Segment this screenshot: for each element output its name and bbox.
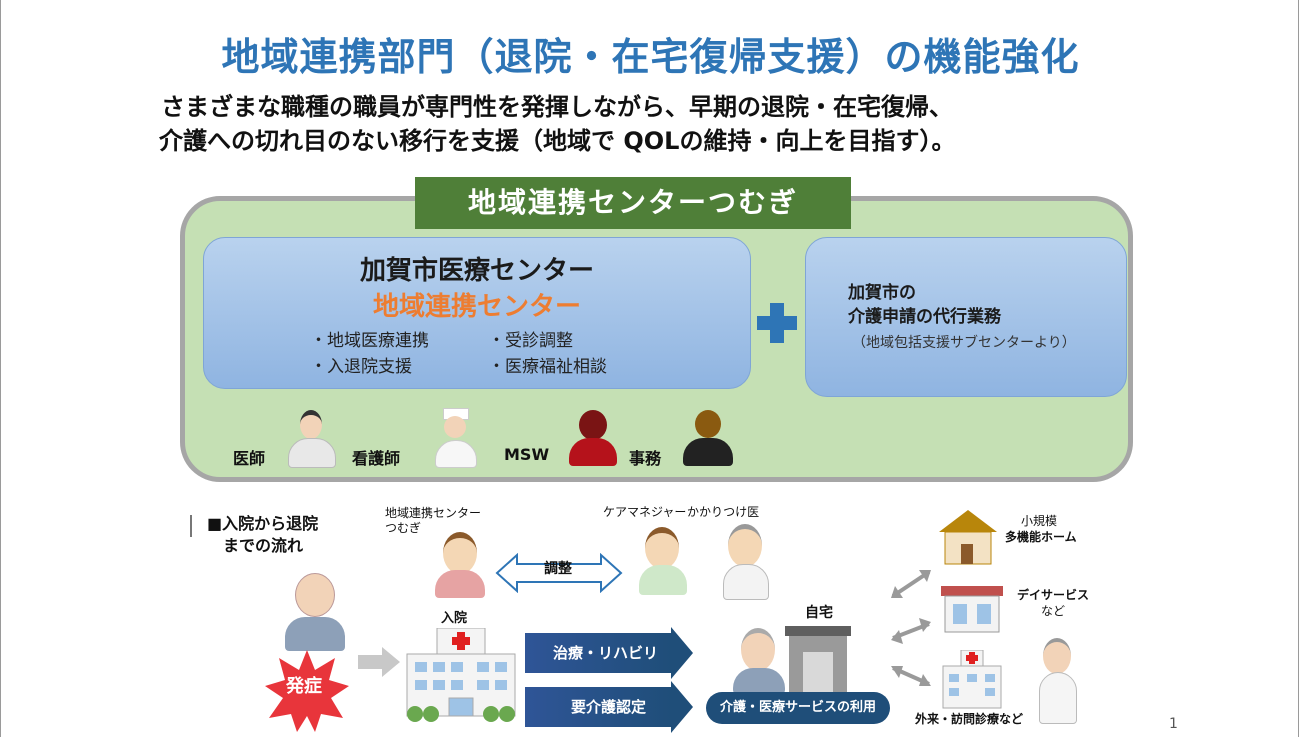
coordinator-icon [429,532,491,598]
divider [190,515,192,537]
hospital-center-box: 加賀市医療センター 地域連携センター ・地域医療連携 ・受診調整 ・入退院支援 … [203,237,751,389]
treatment-arrow: 治療・リハビリ [525,627,693,679]
right-arrow-icon [358,647,400,677]
bullet-item: ・地域医療連携 [310,331,429,351]
service-use-badge: 介護・医療サービスの利用 [706,692,890,724]
doctor-icon [286,410,336,468]
flow-heading-1: ■入院から退院 [207,514,319,533]
city-service-box: 加賀市の 介護申請の代行業務 （地域包括支援サブセンターより） [805,237,1127,397]
patient-icon [281,573,349,651]
subtitle-line-2: 介護への切れ目のない移行を支援（地域で QOLの維持・向上を目指す）。 [159,127,956,155]
facility-1-line-1: 小規模 [1021,514,1058,528]
coordination-arrow-icon [495,553,623,593]
facility-3-label: 外来・訪問診療など [915,712,1024,726]
center-banner: 地域連携センターつむぎ [415,177,851,229]
care-manager-label: ケアマネジャー [603,505,687,519]
facility-2-line-2: など [1041,604,1066,618]
facility-1-line-2: 多機能ホーム [1005,530,1077,544]
clerk-icon [681,410,735,466]
flow-heading-2: までの流れ [223,536,304,555]
role-doctor: 医師 [233,449,266,468]
visiting-doctor-icon [1035,638,1079,724]
hospital-label: 入院 [441,611,468,626]
city-line-1: 加賀市の [848,283,916,303]
bullet-item: ・入退院支援 [310,357,412,377]
hospital-name: 加賀市医療センター [359,256,594,286]
plus-icon [757,303,797,343]
slide-title: 地域連携部門（退院・在宅復帰支援）の機能強化 [221,35,1080,79]
onset-burst-icon [265,650,349,732]
care-manager-icon [633,527,693,597]
home-label: 自宅 [805,605,833,621]
center-name: 地域連携センター [372,292,581,322]
nurse-icon [433,408,477,468]
center-label-2: つむぎ [385,521,422,535]
msw-icon [567,410,619,466]
city-line-2: 介護申請の代行業務 [848,307,1001,327]
family-doctor-icon [717,524,773,600]
subtitle-line-1: さまざまな職種の職員が専門性を発揮しながら、早期の退院・在宅復帰、 [161,93,953,121]
family-doctor-label: かかりつけ医 [687,505,760,519]
page-number: 1 [1169,716,1178,732]
home-icon [785,626,851,694]
day-service-icon [941,586,1003,633]
clinic-icon [942,650,1002,709]
center-label-1: 地域連携センター [385,506,482,520]
connector-arrows-icon [891,570,931,686]
care-cert-label: 要介護認定 [571,698,647,716]
care-cert-arrow: 要介護認定 [525,681,693,733]
coordination-label: 調整 [544,561,572,577]
role-msw: MSW [504,445,550,464]
treatment-label: 治療・リハビリ [553,644,659,662]
city-note: （地域包括支援サブセンターより） [852,335,1076,351]
facility-2-line-1: デイサービス [1017,588,1090,602]
bullet-item: ・受診調整 [488,331,573,351]
bullet-item: ・医療福祉相談 [488,357,607,377]
hospital-icon [406,628,516,722]
role-clerk: 事務 [629,449,662,468]
group-home-icon [939,510,997,565]
role-nurse: 看護師 [352,449,401,468]
elderly-icon [729,624,789,694]
onset-label: 発症 [286,676,322,697]
